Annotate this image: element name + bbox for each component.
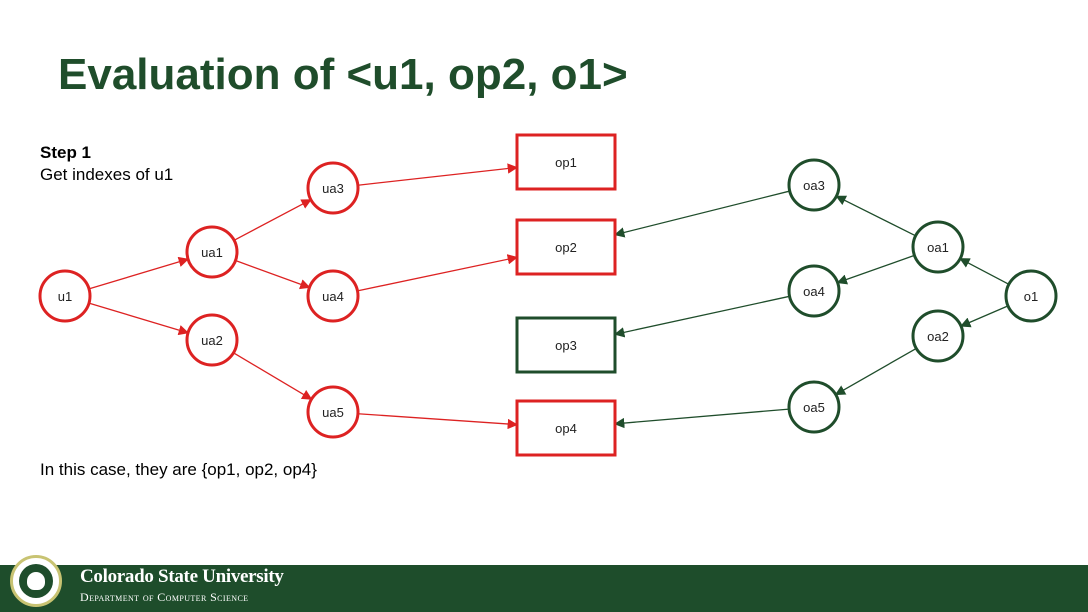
node-op3: op3 xyxy=(515,316,617,374)
node-o1-label: o1 xyxy=(1024,289,1038,304)
node-ua3: ua3 xyxy=(306,161,360,215)
result-note: In this case, they are {op1, op2, op4} xyxy=(40,460,317,479)
node-oa5-shape xyxy=(787,380,841,434)
edge-oa4-op3 xyxy=(613,295,790,338)
node-op4-shape xyxy=(515,399,617,457)
edge-ua1-ua4 xyxy=(235,259,311,290)
node-oa2-shape xyxy=(911,309,965,363)
node-oa1: oa1 xyxy=(911,220,965,274)
node-oa3-label: oa3 xyxy=(803,178,825,193)
node-ua5-label: ua5 xyxy=(322,405,344,420)
node-oa4-shape xyxy=(787,264,841,318)
csu-ram-logo xyxy=(10,555,62,607)
node-oa5: oa5 xyxy=(787,380,841,434)
edge-oa2-oa5 xyxy=(834,347,917,396)
node-ua3-label: ua3 xyxy=(322,181,344,196)
node-ua2-label: ua2 xyxy=(201,333,223,348)
node-op2: op2 xyxy=(515,218,617,276)
node-oa5-label: oa5 xyxy=(803,400,825,415)
node-oa1-label: oa1 xyxy=(927,240,949,255)
edge-oa1-oa3 xyxy=(835,195,916,237)
node-oa3: oa3 xyxy=(787,158,841,212)
edge-oa1-oa4 xyxy=(836,254,915,285)
node-ua5-shape xyxy=(306,385,360,439)
edge-oa3-op2 xyxy=(613,190,790,238)
node-oa4: oa4 xyxy=(787,264,841,318)
node-oa2: oa2 xyxy=(911,309,965,363)
node-u1-label: u1 xyxy=(58,289,72,304)
edge-oa5-op4 xyxy=(613,408,790,429)
edge-ua5-op4 xyxy=(357,413,519,430)
node-ua1-shape xyxy=(185,225,239,279)
node-oa2-label: oa2 xyxy=(927,329,949,344)
node-op2-shape xyxy=(515,218,617,276)
edge-o1-oa2 xyxy=(960,305,1009,328)
university-name: Colorado State University xyxy=(80,566,284,587)
nodes-layer: u1 ua1 ua2 ua3 ua4 ua5 op1 op2 op3 op4 oa1 oa2 oa3 oa… xyxy=(38,133,1058,457)
slide-title: Evaluation of <u1, op2, o1> xyxy=(58,50,628,99)
node-ua4-shape xyxy=(306,269,360,323)
node-ua4: ua4 xyxy=(306,269,360,323)
node-ua3-shape xyxy=(306,161,360,215)
edge-u1-ua2 xyxy=(88,302,190,336)
edge-ua1-ua3 xyxy=(233,199,312,241)
node-oa1-shape xyxy=(911,220,965,274)
node-op2-label: op2 xyxy=(555,240,577,255)
edge-ua2-ua5 xyxy=(233,352,313,400)
node-o1: o1 xyxy=(1004,269,1058,323)
edge-ua3-op1 xyxy=(357,163,519,186)
node-oa3-shape xyxy=(787,158,841,212)
step-heading: Step 1 xyxy=(40,143,92,162)
node-u1: u1 xyxy=(38,269,92,323)
footer-bar xyxy=(0,565,1088,612)
node-op1-shape xyxy=(515,133,617,191)
edge-u1-ua1 xyxy=(88,256,190,290)
step-description: Step 1 Get indexes of u1 xyxy=(40,142,173,186)
edges-layer xyxy=(88,163,1010,430)
department-name: Department of Computer Science xyxy=(80,590,249,604)
node-ua5: ua5 xyxy=(306,385,360,439)
node-op1-label: op1 xyxy=(555,155,577,170)
node-ua1: ua1 xyxy=(185,225,239,279)
node-ua2-shape xyxy=(185,313,239,367)
node-o1-shape xyxy=(1004,269,1058,323)
node-op4-label: op4 xyxy=(555,421,577,436)
node-ua2: ua2 xyxy=(185,313,239,367)
edge-o1-oa1 xyxy=(959,258,1010,285)
node-op3-label: op3 xyxy=(555,338,577,353)
edge-ua4-op2 xyxy=(357,254,519,292)
node-ua1-label: ua1 xyxy=(201,245,223,260)
node-ua4-label: ua4 xyxy=(322,289,344,304)
node-op4: op4 xyxy=(515,399,617,457)
node-oa4-label: oa4 xyxy=(803,284,825,299)
step-text: Get indexes of u1 xyxy=(40,165,174,184)
node-op3-shape xyxy=(515,316,617,374)
node-op1: op1 xyxy=(515,133,617,191)
node-u1-shape xyxy=(38,269,92,323)
